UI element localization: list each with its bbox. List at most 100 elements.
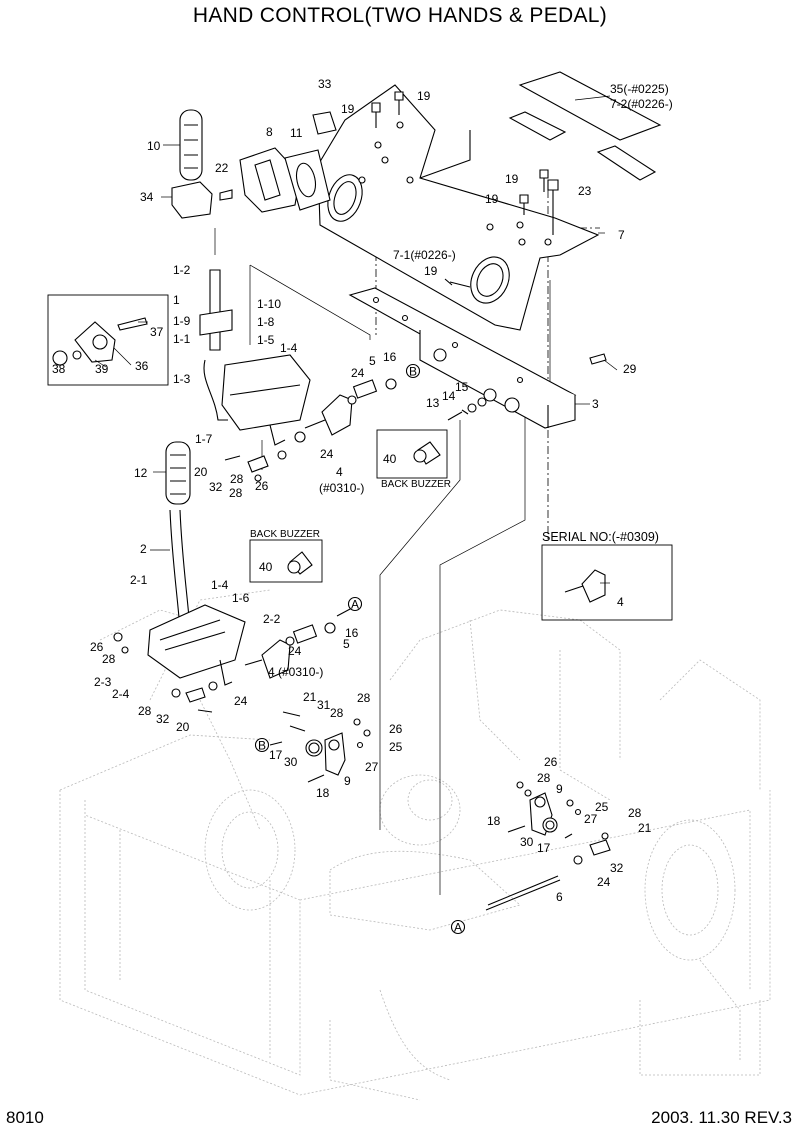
part-label: 28 [330, 706, 344, 720]
part-label: 25 [389, 740, 403, 754]
part-label: 1-9 [173, 314, 191, 328]
back-buzzer-caption-upper: BACK BUZZER [381, 479, 451, 490]
part-label: 2-2 [263, 612, 281, 626]
part-label: 1-1 [173, 332, 191, 346]
part-label: 16 [345, 626, 359, 640]
part-label: 26 [544, 755, 558, 769]
part-label: 27 [584, 812, 598, 826]
part-label: 1-4 [211, 578, 229, 592]
marker-a-lower: A [450, 919, 466, 935]
marker-a-lower-label: A [454, 921, 462, 935]
part-label: 1-4 [280, 341, 298, 355]
part-label: 36 [135, 359, 149, 373]
part-label: 32 [209, 480, 223, 494]
serial-box [541, 544, 673, 621]
pedal-linkage-left [269, 711, 371, 783]
boot-assembly [219, 111, 337, 213]
part-label: 2 [140, 542, 147, 556]
part-label: 21 [303, 690, 317, 704]
part-label: 19 [341, 102, 355, 116]
part-label: 32 [610, 861, 624, 875]
part-label: 1-5 [257, 333, 275, 347]
part-label: 16 [383, 350, 397, 364]
part-label: 30 [520, 835, 534, 849]
part-label: 13 [426, 396, 440, 410]
switch-assembly-upper [224, 378, 448, 482]
part-label: 3 [592, 397, 599, 411]
part-label: 30 [284, 755, 298, 769]
part-label: 18 [487, 814, 501, 828]
marker-b-upper: B [405, 363, 421, 379]
part-label: 20 [194, 465, 208, 479]
part-label: 24 [597, 875, 611, 889]
marker-b-lower: B [254, 737, 270, 753]
part-label: 32 [156, 712, 170, 726]
part-label: 23 [578, 184, 592, 198]
back-buzzer-caption-lower: BACK BUZZER [250, 529, 320, 540]
part-label: 25 [595, 800, 609, 814]
background-frame-outline [59, 589, 771, 1101]
part-label: 24 [288, 644, 302, 658]
part-label: 28 [229, 486, 243, 500]
part-label: 19 [424, 264, 438, 278]
marker-a-upper-label: A [351, 598, 359, 612]
part-label: 7 [618, 228, 625, 242]
part-label: 4 [336, 465, 343, 479]
part-label: 28 [537, 771, 551, 785]
part-label: 27 [365, 760, 379, 774]
part-label: 12 [134, 466, 148, 480]
part-label: 15 [455, 380, 469, 394]
part-label: 26 [389, 722, 403, 736]
part-label: 2-4 [112, 687, 130, 701]
revision-footer: 2003. 11.30 REV.3 [651, 1108, 792, 1127]
part-label: 35(-#0225) [610, 82, 669, 96]
part-label: 17 [269, 748, 283, 762]
part-label: 6 [556, 890, 563, 904]
part-label: 1-10 [257, 297, 281, 311]
lever-2-assembly [113, 509, 353, 713]
lever-1-assembly [47, 109, 311, 505]
part-label: 2-1 [130, 573, 148, 587]
part-label: 40 [383, 452, 397, 466]
part-label: 24 [320, 447, 334, 461]
part-label: 11 [290, 126, 303, 140]
part-label: 38 [52, 362, 66, 376]
part-label: 4 (#0310-) [268, 665, 323, 679]
reference-markers: B B A A [254, 363, 466, 935]
upper-plate-assembly [317, 71, 662, 331]
part-label: 28 [357, 691, 371, 705]
part-label: 5 [343, 637, 350, 651]
part-label: 28 [138, 704, 152, 718]
marker-a-upper: A [347, 596, 363, 612]
part-label: 28 [230, 472, 244, 486]
part-label: 1-7 [195, 432, 213, 446]
part-label: 1 [173, 293, 180, 307]
part-label: 26 [90, 640, 104, 654]
part-label: 7-1(#0226-) [393, 248, 456, 262]
part-label: 29 [623, 362, 637, 376]
part-label: 18 [316, 786, 330, 800]
part-label: 24 [351, 366, 365, 380]
part-label: 31 [317, 698, 331, 712]
pedal-linkage-right [485, 781, 611, 911]
part-label: 26 [255, 479, 269, 493]
part-label: 10 [147, 139, 161, 153]
part-label: 39 [95, 362, 109, 376]
part-label: 14 [442, 389, 456, 403]
part-label: 24 [234, 694, 248, 708]
part-label: 21 [638, 821, 652, 835]
part-label: 2-3 [94, 675, 112, 689]
part-label: 5 [369, 354, 376, 368]
part-label: 9 [556, 782, 563, 796]
part-label: (#0310-) [319, 481, 364, 495]
part-label: 8 [266, 125, 273, 139]
part-label: 17 [537, 841, 551, 855]
part-label: 37 [150, 325, 164, 339]
part-label: 1-8 [257, 315, 275, 329]
part-label: 4 [617, 595, 624, 609]
page-number: 8010 [6, 1108, 44, 1127]
part-label: 28 [628, 806, 642, 820]
